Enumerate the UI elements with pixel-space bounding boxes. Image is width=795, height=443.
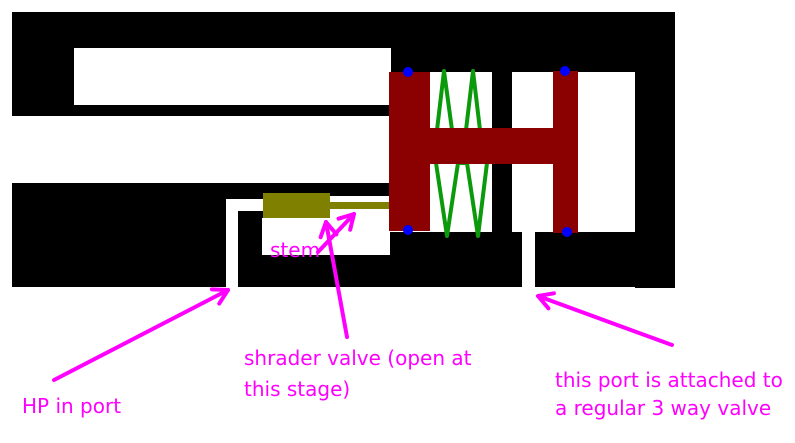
three-way-port-label-line1: this port is attached to <box>555 368 783 392</box>
hp-port-label: HP in port <box>22 394 122 418</box>
spring-lower-coils <box>434 161 489 238</box>
stem-arrow <box>316 212 356 254</box>
seal-dot-bottom-right <box>562 227 572 237</box>
three-way-port-label-line2: a regular 3 way valve <box>555 396 772 420</box>
hp-inlet-channel <box>226 199 238 287</box>
piston-crossbar <box>389 128 578 164</box>
schrader-valve-body <box>263 193 330 218</box>
annotation-arrows <box>52 212 674 382</box>
schrader-valve <box>263 193 389 218</box>
shrader-valve-label-line2: this stage) <box>244 377 351 401</box>
seal-dot-bottom-left <box>403 225 413 235</box>
piston <box>389 71 578 233</box>
shrader-valve-label-line1: shrader valve (open at <box>244 346 472 370</box>
stem-label: stem <box>270 238 321 262</box>
three-way-port-label: this port is attached to a regular 3 way… <box>555 366 783 422</box>
hp-port-arrow <box>52 287 230 382</box>
hp-channel-elbow <box>238 199 263 211</box>
three-way-port-opening <box>522 232 535 287</box>
three-way-port-arrow <box>536 291 674 347</box>
spring-upper-coils <box>435 69 482 132</box>
seal-dot-top-right <box>560 66 570 76</box>
seal-dot-top-left <box>403 67 413 77</box>
shrader-valve-label: shrader valve (open at this stage) <box>244 343 471 405</box>
upper-chamber-cutout <box>74 48 391 105</box>
seal-dots <box>403 66 572 237</box>
schrader-valve-stem <box>330 202 389 209</box>
